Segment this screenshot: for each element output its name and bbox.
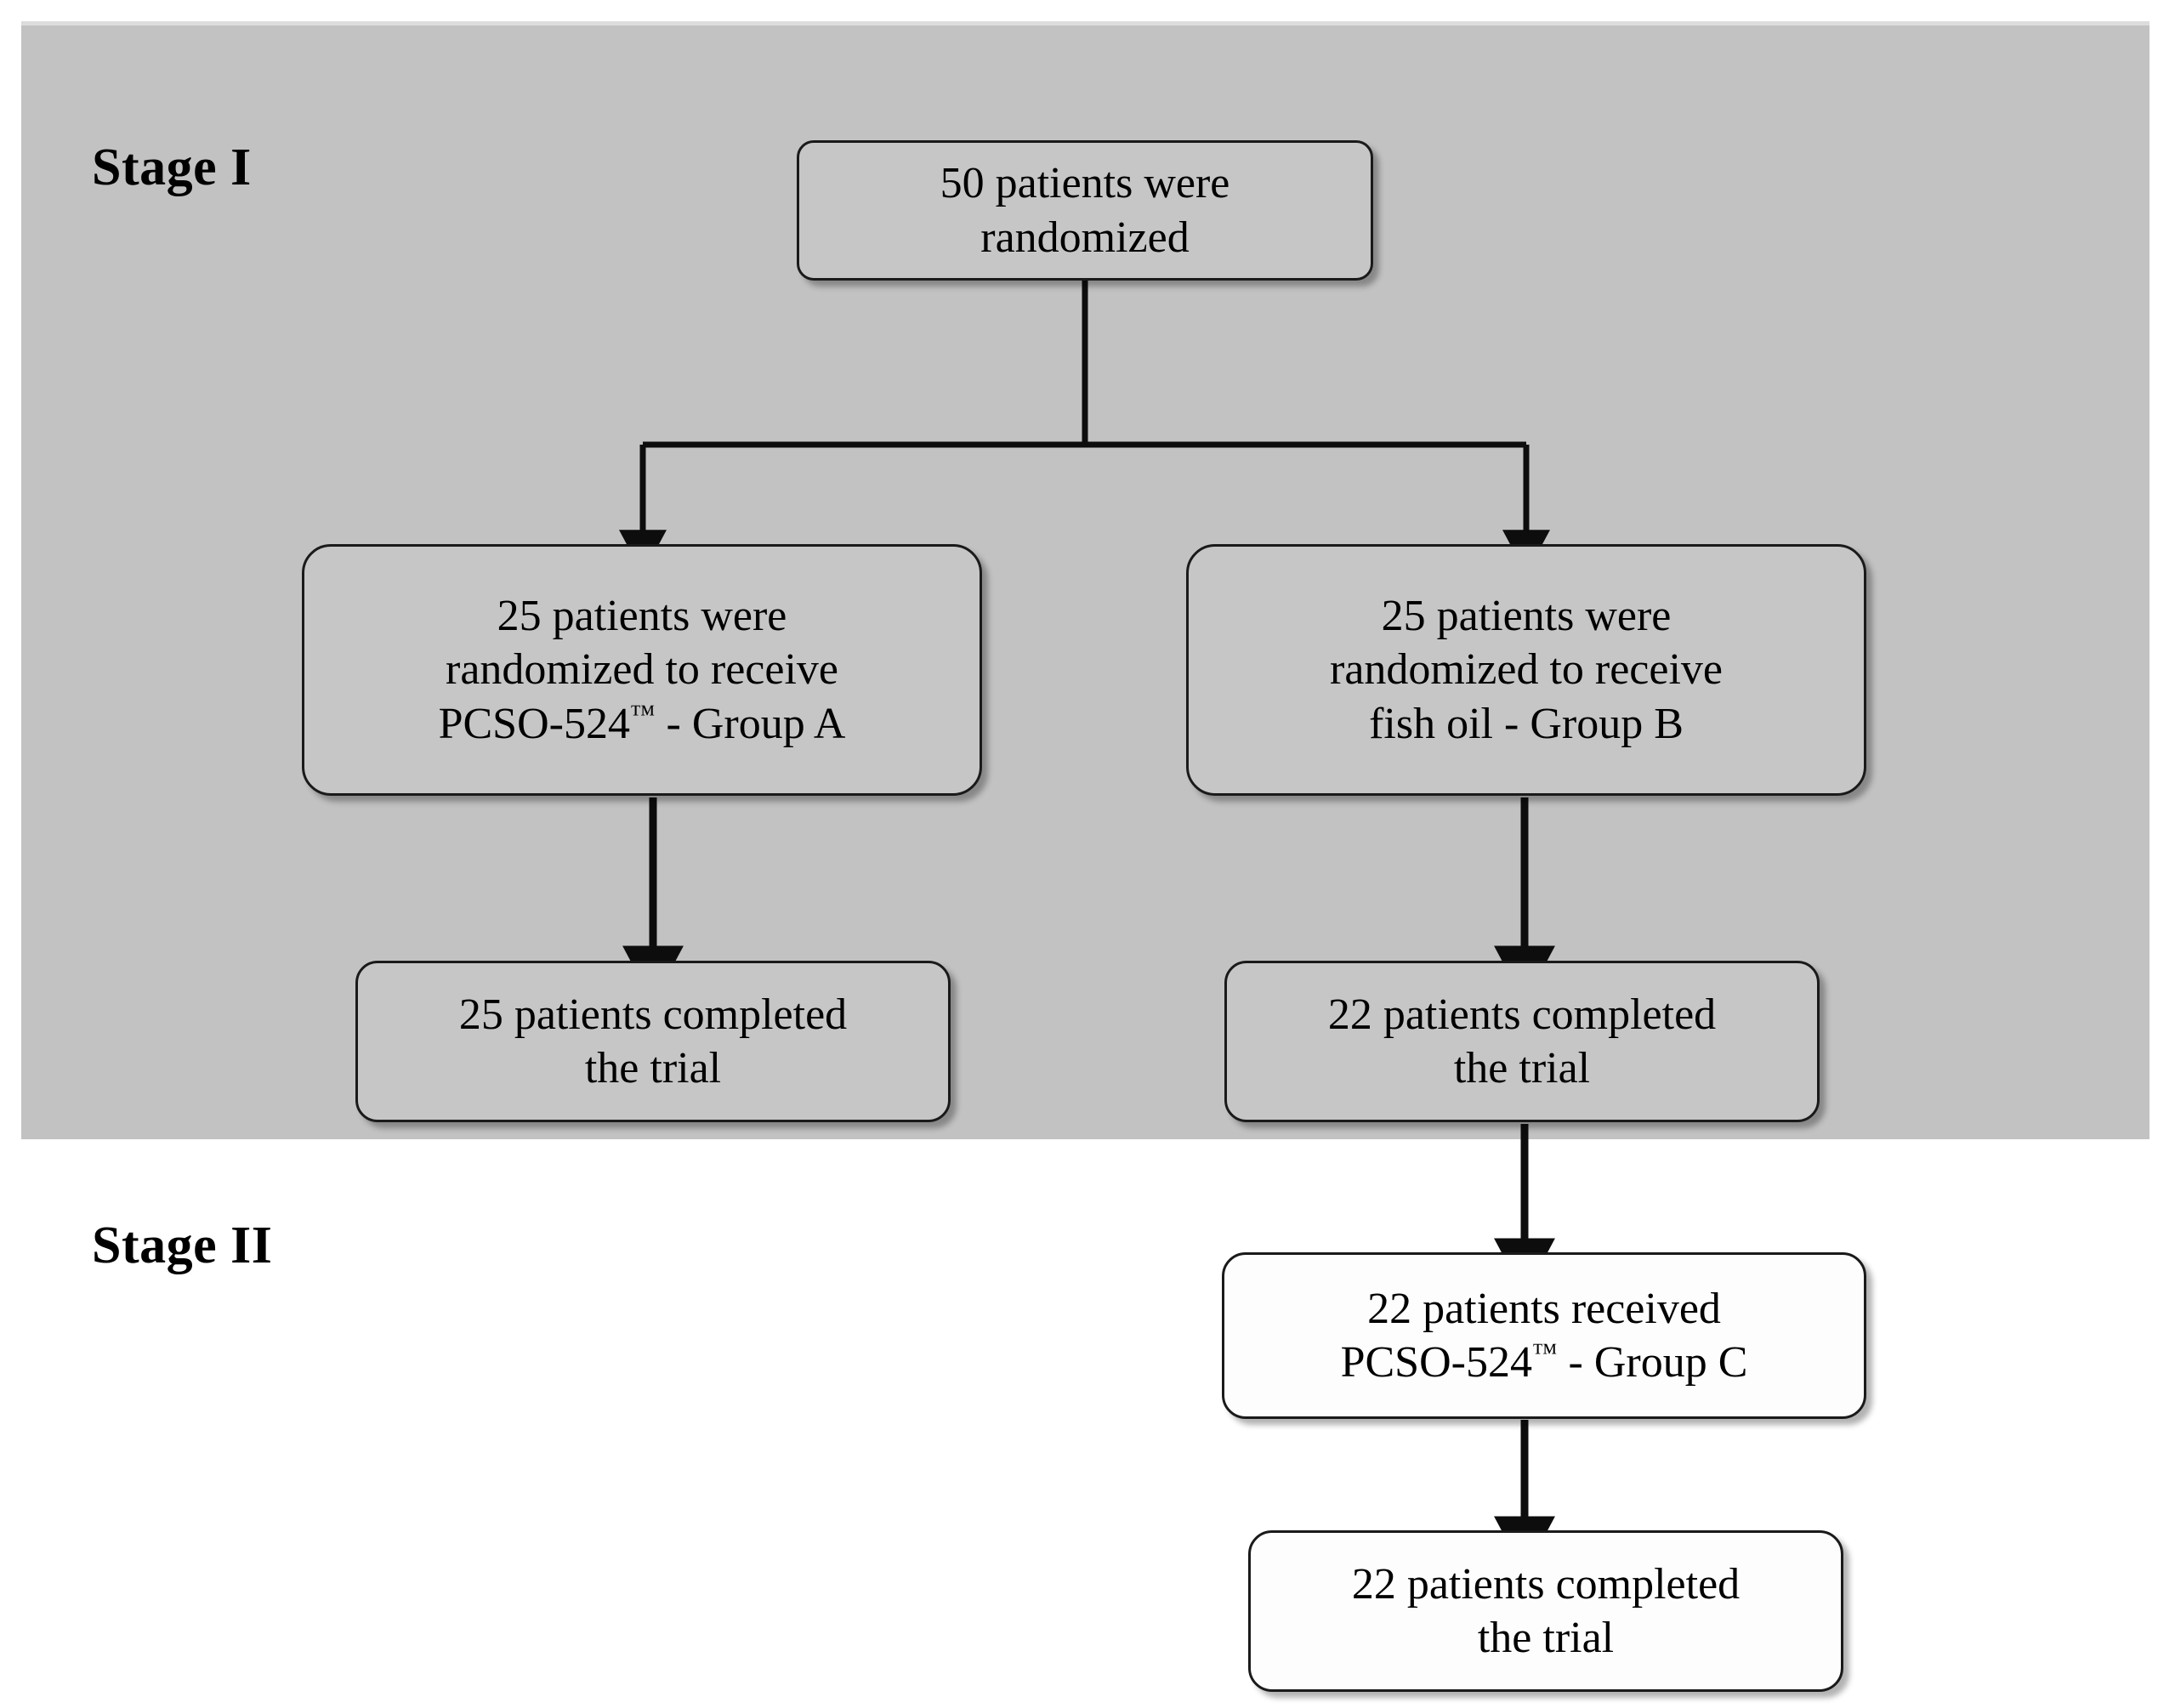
- stage-1-label: Stage I: [92, 139, 252, 196]
- node-completed-c: 22 patients completed the trial: [1248, 1530, 1843, 1692]
- node-group-b: 25 patients were randomized to receive f…: [1186, 544, 1866, 796]
- node-completed-a-line-2: the trial: [584, 1044, 722, 1092]
- node-group-a-product: PCSO-524: [438, 699, 630, 748]
- node-group-a-line-2: randomized to receive: [446, 645, 838, 695]
- node-group-c-group: - Group C: [1557, 1338, 1748, 1387]
- trademark-symbol: ™: [629, 699, 656, 729]
- node-group-a: 25 patients were randomized to receive P…: [302, 544, 982, 796]
- node-randomized-line-1: 50 patients were: [940, 159, 1230, 208]
- node-group-a-line-1: 25 patients were: [497, 591, 787, 640]
- stage-2-label: Stage II: [92, 1217, 273, 1274]
- node-group-b-line-3: fish oil - Group B: [1369, 699, 1684, 748]
- node-group-c-product: PCSO-524: [1340, 1338, 1532, 1387]
- trademark-symbol: ™: [1531, 1337, 1558, 1367]
- node-completed-c-line-1: 22 patients completed: [1351, 1559, 1741, 1609]
- node-group-a-group: - Group A: [655, 699, 846, 748]
- node-group-b-line-1: 25 patients were: [1381, 591, 1672, 640]
- node-randomized-line-2: randomized: [980, 213, 1190, 262]
- node-completed-b: 22 patients completed the trial: [1224, 961, 1820, 1122]
- node-completed-b-line-2: the trial: [1453, 1044, 1591, 1092]
- node-group-c: 22 patients received PCSO-524™ - Group C: [1222, 1252, 1866, 1419]
- node-completed-a-line-1: 25 patients completed: [458, 990, 848, 1039]
- node-randomized: 50 patients were randomized: [797, 140, 1373, 281]
- node-completed-c-line-2: the trial: [1477, 1614, 1615, 1662]
- node-group-b-line-2: randomized to receive: [1330, 645, 1723, 695]
- node-completed-b-line-1: 22 patients completed: [1327, 990, 1717, 1039]
- node-group-c-line-1: 22 patients received: [1367, 1284, 1721, 1333]
- node-completed-a: 25 patients completed the trial: [355, 961, 951, 1122]
